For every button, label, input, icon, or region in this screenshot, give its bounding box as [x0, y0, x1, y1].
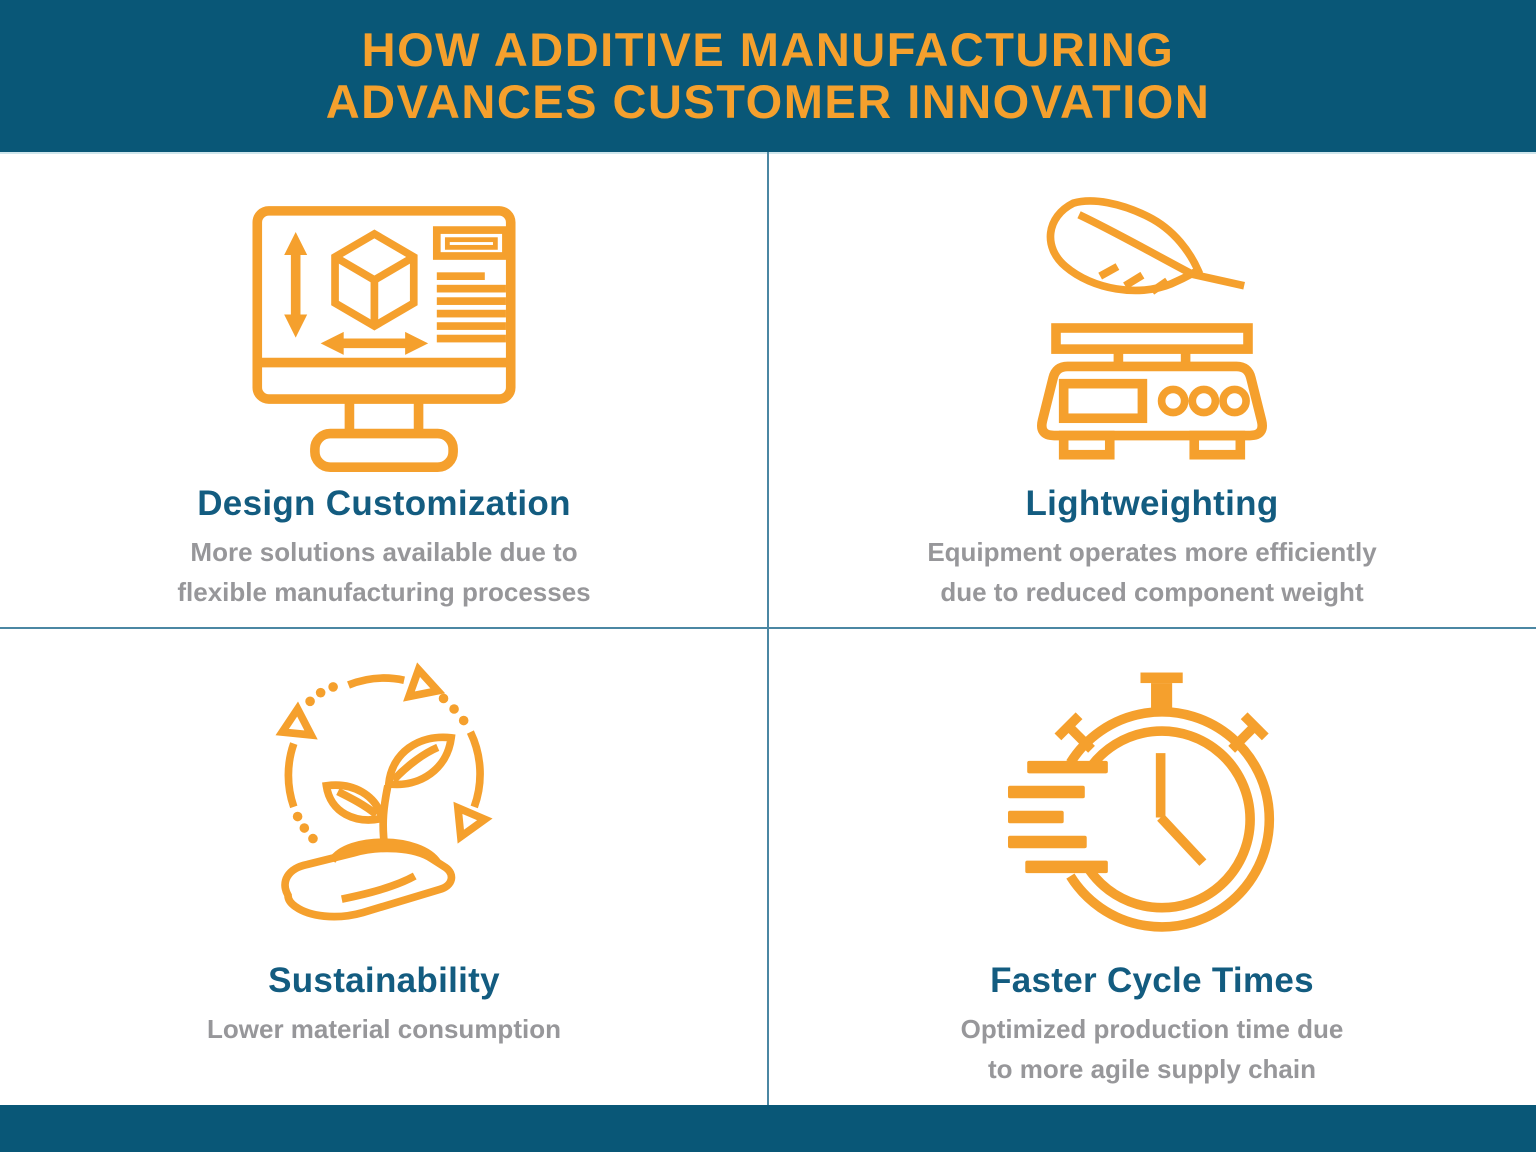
quadrant-description: Optimized production time due to more ag… [961, 1009, 1344, 1089]
description-line2: due to reduced component weight [940, 577, 1364, 607]
footer-band [0, 1105, 1536, 1152]
description-line2: flexible manufacturing processes [177, 577, 591, 607]
quadrant-description: Lower material consumption [207, 1009, 561, 1049]
icon-box [239, 184, 529, 472]
quadrant-title: Lightweighting [1025, 484, 1279, 523]
header-band: HOW ADDITIVE MANUFACTURING ADVANCES CUST… [0, 0, 1536, 154]
horizontal-divider [0, 627, 1536, 629]
quadrant-sustainability: Sustainability Lower material consumptio… [0, 629, 768, 1105]
page-title-line2: ADVANCES CUSTOMER INNOVATION [325, 75, 1211, 128]
cad-monitor-icon [252, 206, 516, 472]
quadrant-faster-cycle-times: Faster Cycle Times Optimized production … [768, 629, 1536, 1105]
quadrant-lightweighting: Lightweighting Equipment operates more e… [768, 152, 1536, 627]
quadrant-design-customization: Design Customization More solutions avai… [0, 152, 768, 627]
icon-box [1007, 184, 1297, 472]
icon-box [239, 661, 529, 949]
icon-box [1007, 661, 1297, 949]
page-title-line1: HOW ADDITIVE MANUFACTURING [361, 23, 1175, 76]
quadrant-description: More solutions available due to flexible… [177, 532, 590, 612]
description-line2: to more agile supply chain [988, 1054, 1316, 1084]
quadrant-title: Design Customization [197, 484, 571, 523]
description-line1: Optimized production time due [960, 1014, 1344, 1044]
description-line1: Lower material consumption [207, 1014, 561, 1044]
plant-in-hand-recycle-icon [275, 662, 493, 921]
feather-scale-icon [1037, 197, 1267, 460]
stopwatch-speed-icon [1008, 672, 1275, 932]
description-line1: More solutions available due to [190, 537, 578, 567]
quadrant-description: Equipment operates more efficiently due … [927, 532, 1376, 612]
quadrant-title: Sustainability [268, 961, 500, 1000]
quadrant-title: Faster Cycle Times [990, 961, 1314, 1000]
description-line1: Equipment operates more efficiently [927, 537, 1377, 567]
